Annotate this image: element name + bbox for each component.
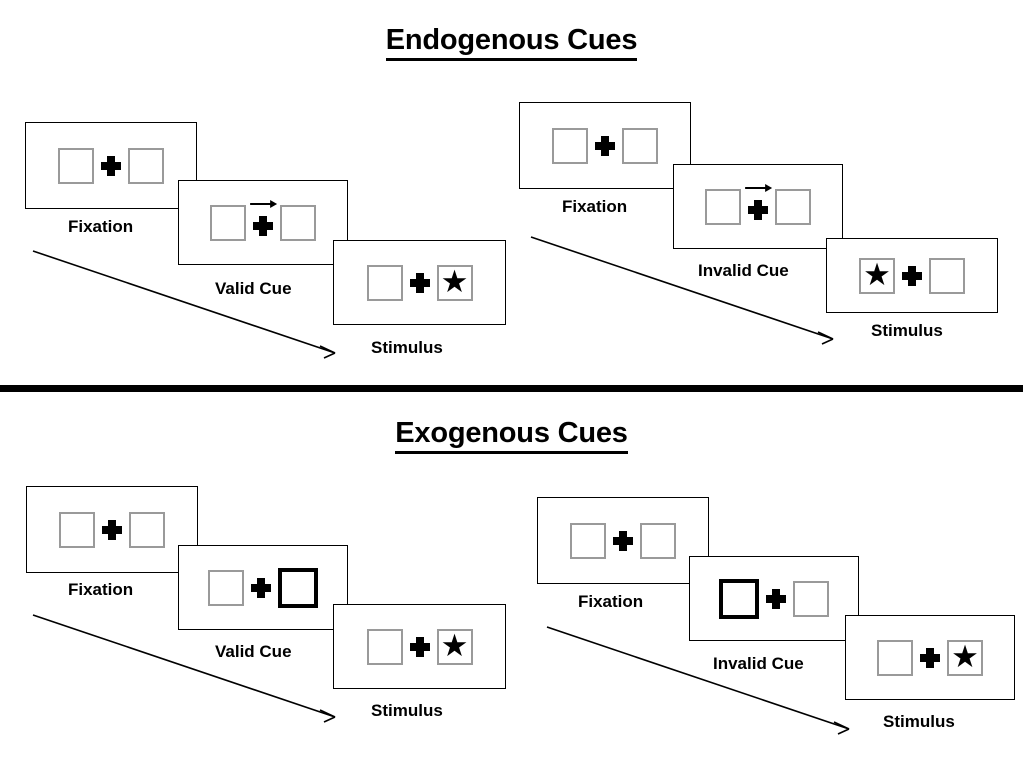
panel-exo-invalid-fixation [537,497,709,584]
panel-exo-valid-fixation [26,486,198,573]
star-target-icon: ★ [951,638,979,674]
section-title-exogenous-text: Exogenous Cues [395,417,628,454]
panel-content: ★ [846,616,1014,699]
section-title-endogenous-text: Endogenous Cues [385,24,637,61]
caption-exo-valid-cue: Valid Cue [215,642,292,661]
placeholder-box-left [366,628,403,665]
fixation-cross-icon [902,265,922,286]
section-divider [0,385,1023,392]
fixation-cross-icon [102,519,122,540]
placeholder-box-right [280,204,316,241]
panel-endo-valid-stimulus: ★ [333,240,506,325]
peripheral-cue-box-left [719,578,759,619]
fixation-cross-icon [766,588,786,609]
caption-endo-invalid-stimulus: Stimulus [871,321,943,340]
caption-endo-invalid-fixation: Fixation [562,197,628,216]
fixation-area [895,254,929,298]
fixation-area [246,199,280,245]
panel-endo-valid-fixation [25,122,197,209]
peripheral-cue-box-right [278,567,318,608]
panel-exo-valid-stimulus: ★ [333,604,506,689]
placeholder-box-right [129,511,165,548]
target-box-left: ★ [859,256,895,294]
caption-exo-invalid-fixation: Fixation [578,592,644,611]
fixation-area [403,625,437,669]
placeholder-box-right [622,127,658,164]
placeholder-box-left [59,511,95,548]
fixation-area [741,183,775,229]
placeholder-box-left [877,639,913,676]
fixation-cross-icon [251,577,271,598]
caption-endo-valid-cue: Valid Cue [215,279,292,298]
placeholder-box-right [793,580,829,617]
time-arrow-endogenous-invalid [528,232,848,350]
panel-content [674,165,842,248]
panel-content [520,103,690,188]
fixation-area [606,519,640,563]
fixation-area [244,566,278,610]
caption-exo-valid-fixation: Fixation [68,580,134,599]
caption-exo-invalid-cue: Invalid Cue [713,654,804,673]
star-target-icon: ★ [440,263,469,299]
section-title-endogenous: Endogenous Cues [0,24,1023,61]
placeholder-box-left [210,204,246,241]
fixation-cross-icon [595,135,615,156]
panel-content [26,123,196,208]
caption-endo-invalid-cue: Invalid Cue [698,261,789,280]
fixation-cross-icon [748,200,768,220]
placeholder-box-left [705,188,741,225]
fixation-area [95,508,129,552]
panel-content [179,181,347,264]
caption-exo-invalid-stimulus: Stimulus [883,712,955,731]
fixation-cross-icon [920,647,940,668]
placeholder-box-left [58,147,94,184]
fixation-area [913,636,947,680]
placeholder-box-right [929,257,965,294]
fixation-area [588,124,622,168]
star-target-icon: ★ [440,627,469,663]
placeholder-box-left [208,569,244,606]
placeholder-box-left [570,522,606,559]
panel-content [27,487,197,572]
fixation-area [759,577,793,621]
fixation-cross-icon [409,636,430,657]
section-title-exogenous: Exogenous Cues [0,417,1023,454]
fixation-cross-icon [253,216,273,236]
caption-exo-valid-stimulus: Stimulus [371,701,443,720]
panel-exo-invalid-stimulus: ★ [845,615,1015,700]
arrow-right-cue-icon [745,183,773,194]
panel-endo-invalid-cue [673,164,843,249]
panel-exo-valid-cue [178,545,348,630]
panel-content [179,546,347,629]
panel-endo-invalid-stimulus: ★ [826,238,998,313]
caption-endo-valid-stimulus: Stimulus [371,338,443,357]
panel-content: ★ [827,239,997,312]
caption-endo-valid-fixation: Fixation [68,217,134,236]
placeholder-box-left [552,127,588,164]
star-target-icon: ★ [863,256,891,292]
fixation-area [403,261,437,305]
placeholder-box-right [640,522,676,559]
panel-content [538,498,708,583]
panel-content: ★ [334,605,505,688]
panel-endo-invalid-fixation [519,102,691,189]
fixation-cross-icon [613,530,633,551]
fixation-cross-icon [409,272,430,293]
placeholder-box-right [775,188,811,225]
arrow-right-cue-icon [250,199,278,210]
panel-content: ★ [334,241,505,324]
placeholder-box-right [128,147,164,184]
target-box-right: ★ [947,638,983,676]
target-box-right: ★ [436,627,473,665]
panel-exo-invalid-cue [689,556,859,641]
placeholder-box-left [366,264,403,301]
fixation-cross-icon [101,155,121,176]
fixation-area [94,144,128,188]
target-box-right: ★ [436,263,473,301]
panel-endo-valid-cue [178,180,348,265]
panel-content [690,557,858,640]
